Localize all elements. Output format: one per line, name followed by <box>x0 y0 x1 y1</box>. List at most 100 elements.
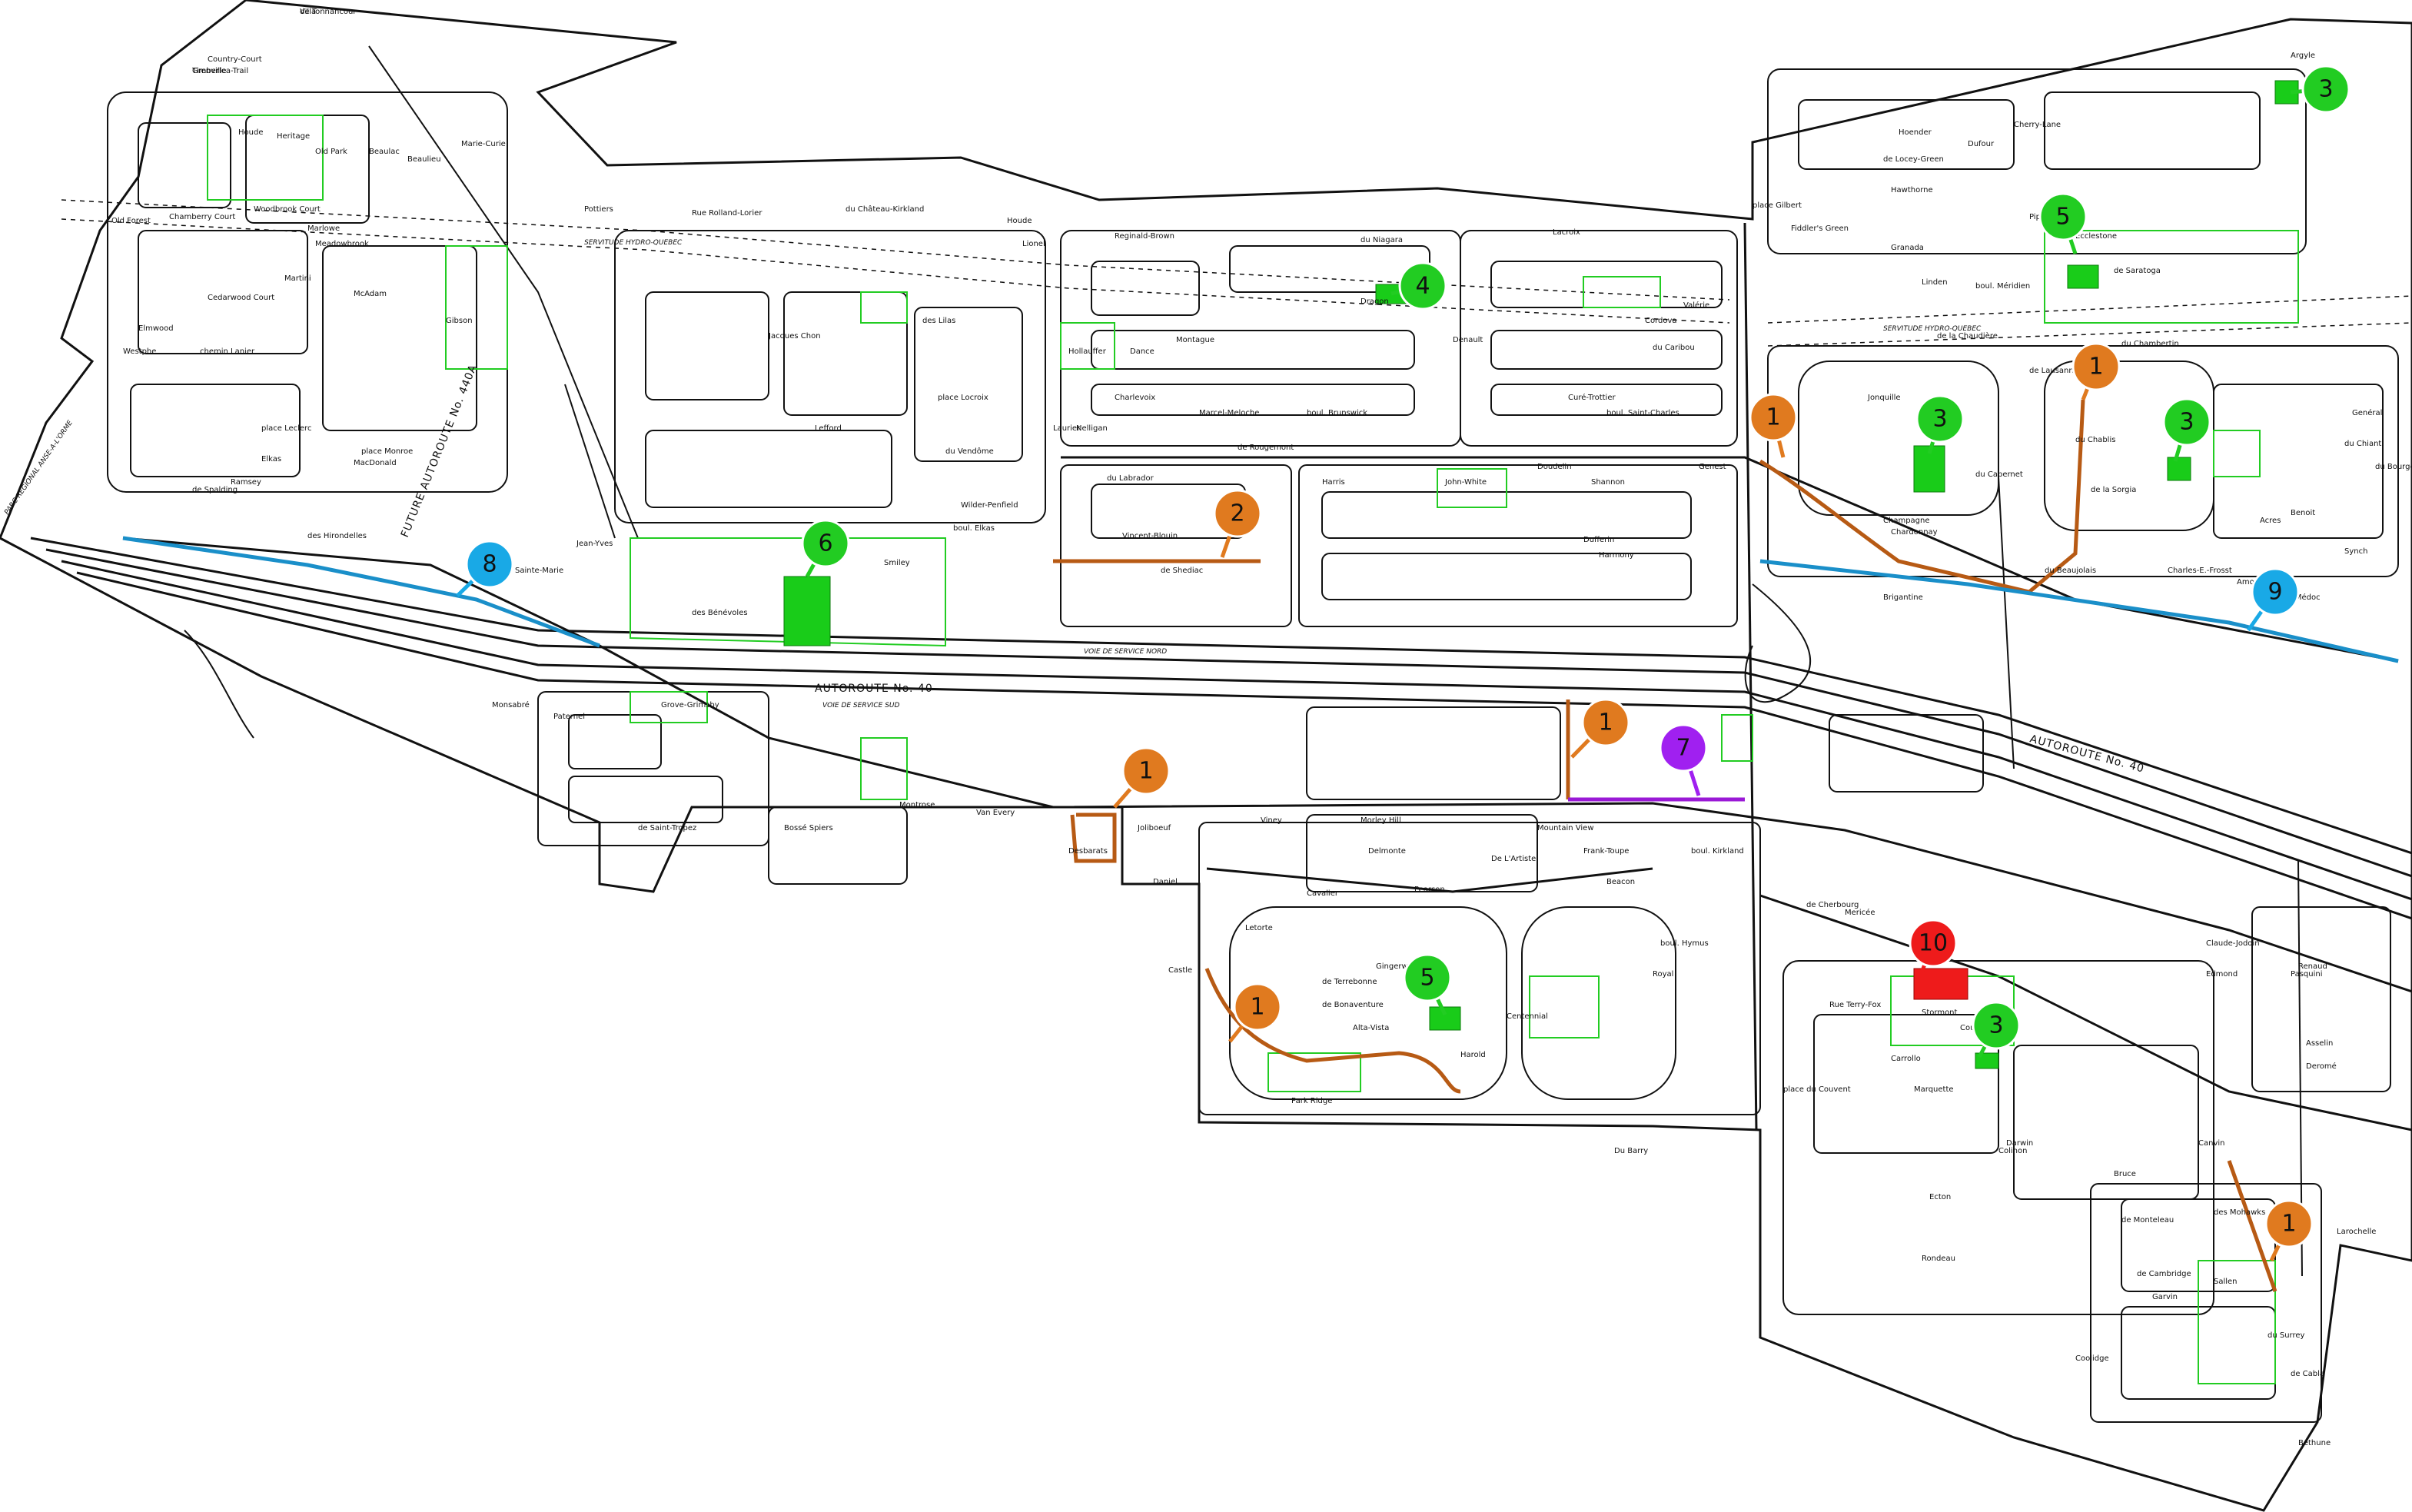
marker-badge <box>2264 1199 2314 1248</box>
street-label: Du Barry <box>1614 1147 1648 1155</box>
marker-badge <box>1403 953 1452 1002</box>
street-label: Synch <box>2344 547 2367 556</box>
street-label: Curé-Trottier <box>1568 393 1616 402</box>
street-label: Marlowe <box>307 224 340 233</box>
street-label: Renaud <box>2298 962 2327 971</box>
street-label: de Bonaventure <box>1322 1001 1384 1009</box>
boul-saint-charles <box>1743 222 1758 1131</box>
marker-number: 3 <box>2318 76 2333 103</box>
street-label: de Terrebonne <box>1322 978 1377 986</box>
street-label: Reginald-Brown <box>1115 232 1174 241</box>
street-label: Ramsey <box>231 478 261 487</box>
marker-2: 2 <box>1213 489 1262 558</box>
street-label: Frank-Toupe <box>1583 847 1629 856</box>
servitude-right-label: SERVITUDE HYDRO-QUEBEC <box>1883 325 1982 333</box>
marker-number: 2 <box>1230 500 1244 527</box>
street-label: de la Sorgia <box>2091 486 2136 494</box>
street-label: Linden <box>1922 278 1948 287</box>
street-label: boul. Brunswick <box>1307 409 1367 417</box>
street-label: Coolidge <box>2075 1354 2109 1363</box>
marker-badge <box>1749 393 1798 442</box>
jean-yves <box>564 384 616 539</box>
street-label: Fiddler's Green <box>1791 224 1849 233</box>
street-label: Wilder-Penfield <box>961 501 1018 510</box>
street-label: Cavalier <box>1307 889 1339 898</box>
marker-badge <box>2251 567 2300 616</box>
street-label: Old Forest <box>111 217 151 225</box>
marker-badge <box>1659 723 1708 773</box>
street-label: chemin Sainte-Marie <box>484 567 563 575</box>
marker-badge <box>1398 261 1447 311</box>
street-label: Genest <box>1699 463 1726 471</box>
route-blue-9 <box>1759 559 2399 663</box>
street-label: Vincent-Blouin <box>1122 532 1178 540</box>
street-label: Beaulieu <box>407 155 441 164</box>
street-label: de la Chaudière <box>1937 331 1998 341</box>
street-label: Martini <box>284 274 311 283</box>
marker-1: 1 <box>2071 342 2121 400</box>
street-label: du Surrey <box>2267 1331 2305 1340</box>
autoroute-40-south <box>61 560 2412 901</box>
marker-1: 1 <box>1570 698 1630 759</box>
street-label: Marie-Curie <box>461 140 506 148</box>
marker-1: 1 <box>1749 393 1798 458</box>
street-label: De L'Artiste <box>1491 855 1536 863</box>
route-orange-1 <box>1070 812 1117 863</box>
street-label: de Lausanne <box>2029 367 2078 375</box>
street-label: Benoit <box>2291 509 2315 517</box>
street-label: Stormont <box>1922 1009 1958 1017</box>
interchange-west <box>184 630 254 739</box>
street-label: John-White <box>1444 478 1487 487</box>
street-label: Pearson <box>1414 886 1445 894</box>
street-label: de Spalding <box>192 486 238 494</box>
highlighted-parcel <box>1913 968 1968 1000</box>
marker-7: 7 <box>1659 723 1708 796</box>
marker-badge <box>1121 746 1171 796</box>
street-label: Darwin <box>2006 1139 2033 1148</box>
street-label: du Niagara <box>1360 236 1403 244</box>
street-label: Grove-Grimsby <box>661 701 719 709</box>
street-label: Carrollo <box>1891 1055 1921 1063</box>
street-label: Sallen <box>2214 1278 2238 1286</box>
street-label: Hoender <box>1899 128 1932 137</box>
street-label: Bruce <box>2114 1170 2136 1178</box>
marker-badge <box>465 540 514 589</box>
street-label: du Chambertin <box>2121 340 2179 348</box>
marker-3: 3 <box>2290 65 2351 114</box>
park-outlines <box>207 115 2299 1384</box>
street-label: de Tonnancour <box>300 8 357 16</box>
street-label: Jonquille <box>1867 394 1901 402</box>
street-label: des Mohawks <box>2214 1208 2265 1217</box>
hydro-corridor-right <box>1767 295 2412 324</box>
street-label: Smiley <box>884 559 910 567</box>
marker-number: 5 <box>1420 965 1434 992</box>
street-label: Colinon <box>1998 1147 2027 1155</box>
autoroute-right-label: AUTOROUTE No. 40 <box>2028 733 2146 775</box>
marker-4: 4 <box>1390 261 1447 311</box>
street-label: Desbarats <box>1068 847 1108 856</box>
street-label: boul. Méridien <box>1975 281 2030 291</box>
street-label: Morley Hill <box>1360 816 1401 825</box>
marker-number: 1 <box>2281 1211 2296 1238</box>
street-label: de Cabla <box>2291 1370 2324 1378</box>
hydro-corridor-right-2 <box>1767 322 2412 347</box>
street-label: Brigantine <box>1883 593 1923 602</box>
street-label: Rue Rolland-Lorier <box>692 209 762 218</box>
street-label: boul. Hymus <box>1660 939 1709 948</box>
marker-badge <box>2038 192 2088 241</box>
marker-6: 6 <box>801 519 850 578</box>
street-label: Laurier <box>1053 424 1081 433</box>
street-label: du Cabernet <box>1975 470 2023 479</box>
marker-number: 1 <box>1138 758 1153 785</box>
marker-number: 3 <box>1932 406 1947 433</box>
marker-1: 1 <box>1113 746 1171 809</box>
street-label: boul. Saint-Charles <box>1606 409 1679 417</box>
street-label: Hollauffer <box>1068 347 1107 356</box>
street-label: Acres <box>2260 517 2281 525</box>
marker-badge <box>1213 489 1262 538</box>
marker-number: 1 <box>1250 994 1264 1021</box>
street-names: de TonnancourTimberlea-TrailCountry-Cour… <box>111 8 2412 1447</box>
marker-number: 1 <box>2088 354 2103 380</box>
